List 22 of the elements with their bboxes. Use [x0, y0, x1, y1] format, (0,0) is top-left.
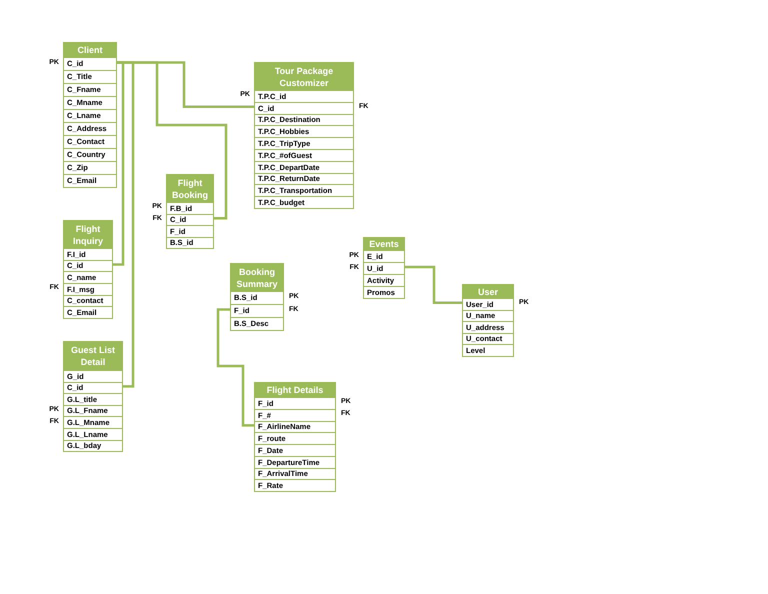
- table-header: Booking Summary: [231, 264, 283, 291]
- table-header: Client: [64, 43, 116, 57]
- table-header: Flight Inquiry: [64, 221, 112, 248]
- entity-table: [166, 174, 214, 249]
- table-header: Flight Details: [255, 383, 335, 397]
- table-header: Tour Package Customizer: [255, 63, 353, 90]
- relationship-line: [405, 266, 462, 304]
- table-header: Guest List Detail: [64, 342, 122, 370]
- entity-table: [254, 382, 336, 492]
- entity-table: [63, 220, 113, 320]
- relationship-line: [117, 61, 134, 388]
- entity-table: [254, 62, 354, 209]
- relationship-line: [113, 61, 124, 266]
- entity-table: [63, 42, 117, 188]
- relationship-line: [216, 308, 254, 427]
- table-header: User: [463, 285, 513, 298]
- entity-table: [462, 284, 514, 357]
- entity-table: [63, 341, 123, 452]
- entity-table: [363, 237, 405, 299]
- table-header: Events: [364, 238, 404, 250]
- entity-table: [230, 263, 284, 331]
- table-header: Flight Booking: [167, 175, 213, 202]
